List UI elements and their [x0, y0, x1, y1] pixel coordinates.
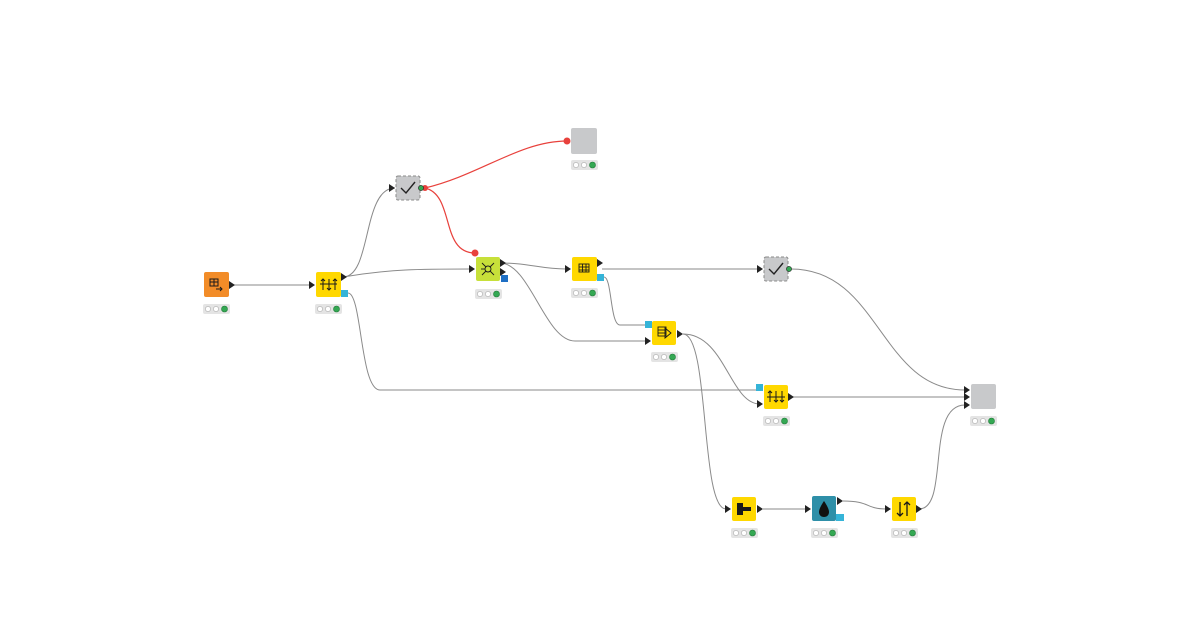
status-indicator — [763, 416, 790, 426]
flow-variable-output[interactable] — [418, 185, 424, 191]
flow-variable-port[interactable] — [471, 249, 479, 257]
table-arrow-icon — [209, 278, 223, 292]
node-learner[interactable] — [469, 257, 508, 299]
output-port-cyan[interactable] — [597, 274, 604, 281]
output-port[interactable] — [500, 259, 506, 267]
output-port[interactable] — [837, 497, 843, 505]
node-drop[interactable] — [805, 496, 844, 538]
play-table-icon — [657, 326, 672, 339]
input-port[interactable] — [964, 393, 970, 401]
input-port[interactable] — [389, 184, 395, 192]
connection-drop-to-sorter[interactable] — [842, 500, 887, 510]
output-port[interactable] — [341, 273, 347, 281]
node-grey-right[interactable] — [964, 384, 997, 426]
connection-predictor-to-scorer[interactable] — [603, 276, 647, 326]
status-indicator — [970, 416, 997, 426]
node-predictor[interactable] — [565, 257, 604, 298]
input-port[interactable] — [757, 400, 763, 408]
output-port[interactable] — [229, 281, 235, 289]
connection-check-mid-to-grey-right[interactable] — [790, 268, 966, 391]
table-grid-icon — [578, 263, 590, 273]
status-indicator — [731, 528, 758, 538]
merge-arrows-icon — [767, 390, 785, 403]
input-port[interactable] — [645, 337, 651, 345]
connection-partition-to-check-top[interactable] — [342, 187, 396, 278]
output-port-cyan[interactable] — [341, 290, 348, 297]
input-port[interactable] — [885, 505, 891, 513]
input-port[interactable] — [725, 505, 731, 513]
output-port[interactable] — [597, 259, 603, 267]
output-port[interactable] — [757, 505, 763, 513]
connection-sorter-to-grey-right[interactable] — [918, 404, 966, 510]
network-icon — [481, 262, 495, 276]
sort-arrows-icon — [896, 501, 911, 517]
flow-variable-output[interactable] — [786, 266, 792, 272]
input-port[interactable] — [469, 265, 475, 273]
connection-partition-to-concatenate[interactable] — [347, 292, 760, 391]
check-icon — [400, 181, 416, 195]
status-indicator — [891, 528, 918, 538]
flow-variable-port[interactable] — [422, 185, 428, 191]
check-icon — [768, 262, 784, 276]
input-port-cyan[interactable] — [645, 321, 652, 328]
input-port[interactable] — [309, 281, 315, 289]
node-scorer[interactable] — [645, 321, 683, 362]
status-indicator — [203, 304, 230, 314]
status-indicator — [651, 352, 678, 362]
connection-partition-to-learner[interactable] — [342, 268, 473, 278]
output-port[interactable] — [916, 505, 922, 513]
node-partitioning[interactable] — [309, 272, 348, 314]
connection-scorer-to-concatenate[interactable] — [682, 333, 761, 405]
status-indicator — [571, 288, 598, 298]
status-indicator — [571, 160, 598, 170]
status-indicator — [811, 528, 838, 538]
input-port[interactable] — [805, 505, 811, 513]
model-output-port[interactable] — [501, 275, 508, 282]
status-indicator — [315, 304, 342, 314]
output-port[interactable] — [788, 393, 794, 401]
node-joiner[interactable] — [725, 497, 763, 538]
connection-learner-to-scorer[interactable] — [499, 262, 646, 342]
flow-variable-connection-to-grey-top[interactable] — [424, 140, 568, 189]
node-model-reader-mid[interactable] — [757, 256, 792, 282]
node-model-reader-top[interactable] — [389, 175, 424, 201]
node-concatenate[interactable] — [756, 384, 794, 426]
input-port[interactable] — [757, 265, 763, 273]
connection-scorer-to-joiner[interactable] — [682, 333, 727, 510]
input-port[interactable] — [964, 401, 970, 409]
input-port-cyan[interactable] — [756, 384, 763, 391]
status-indicator — [475, 289, 502, 299]
node-grey-top[interactable] — [571, 128, 598, 170]
node-table-creator[interactable] — [203, 272, 235, 314]
connection-learner-to-predictor[interactable] — [499, 262, 567, 270]
input-port[interactable] — [565, 265, 571, 273]
output-port[interactable] — [677, 330, 683, 338]
flow-variable-connection-to-learner[interactable] — [424, 187, 476, 254]
join-icon — [737, 503, 751, 515]
flow-variable-port[interactable] — [563, 137, 571, 145]
drop-icon — [819, 501, 829, 517]
node-sorter[interactable] — [885, 497, 922, 538]
split-arrows-icon — [320, 278, 338, 291]
output-port-cyan[interactable] — [836, 514, 844, 521]
output-port[interactable] — [500, 268, 506, 276]
input-port[interactable] — [964, 386, 970, 394]
